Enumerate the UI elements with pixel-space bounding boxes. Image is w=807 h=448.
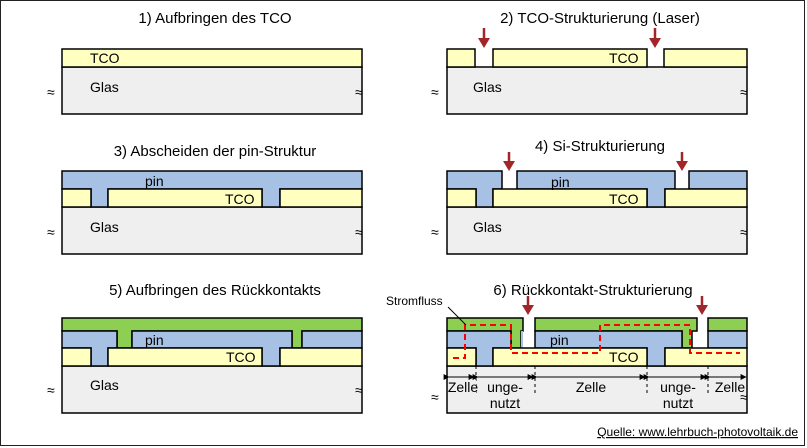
laser-arrow-icon xyxy=(649,28,661,48)
current-flow-leader xyxy=(447,306,467,326)
panel-6-title: 6) Rückkontakt-Strukturierung xyxy=(493,282,692,299)
glass-label: Glas xyxy=(473,219,502,235)
tco-segment xyxy=(492,347,648,367)
tco-segment xyxy=(492,48,648,68)
current-flow-path xyxy=(453,324,740,359)
glass-layer xyxy=(61,206,363,255)
tco-segment xyxy=(279,347,363,367)
cell-label: Zelle xyxy=(715,379,746,395)
unused-label-line2: nutzt xyxy=(490,395,520,411)
break-mark-left: ≈ xyxy=(431,224,439,240)
source-credit: Quelle: www.lehrbuch-photovoltaik.de xyxy=(597,425,798,439)
unused-label-line1: unge- xyxy=(487,379,523,395)
back-contact-segment xyxy=(707,317,748,332)
tco-label: TCO xyxy=(609,349,639,365)
break-mark-right: ≈ xyxy=(740,224,748,240)
panel-3: 3) Abscheiden der pin-Struktur pin TCO G… xyxy=(47,143,363,255)
break-mark-left: ≈ xyxy=(47,382,55,398)
tco-label: TCO xyxy=(90,50,120,66)
tco-segment xyxy=(663,48,748,68)
pin-segment xyxy=(521,331,523,348)
tco-segment xyxy=(279,188,363,208)
tco-segment xyxy=(446,188,477,208)
panel-3-title: 3) Abscheiden der pin-Struktur xyxy=(114,143,317,160)
unused-label-line2: nutzt xyxy=(663,395,693,411)
pin-segment xyxy=(688,170,748,190)
tco-segment xyxy=(492,188,648,208)
break-mark-right: ≈ xyxy=(355,84,363,100)
glass-layer xyxy=(446,206,748,255)
pin-label: pin xyxy=(551,174,570,190)
glass-label: Glas xyxy=(90,219,119,235)
tco-label: TCO xyxy=(225,191,255,207)
break-mark-left: ≈ xyxy=(431,84,439,100)
pin-label: pin xyxy=(145,332,164,348)
pin-segment xyxy=(707,330,748,349)
panel-2: 2) TCO-Strukturierung (Laser) TCO Glas ≈… xyxy=(431,10,748,115)
panel-6: 6) Rückkontakt-Strukturierung pin TCO St… xyxy=(386,282,748,414)
break-mark-right: ≈ xyxy=(740,389,748,405)
laser-arrow-icon xyxy=(696,296,708,315)
tco-segment xyxy=(61,347,92,367)
panel-4: 4) Si-Strukturierung pin TCO Glas ≈ ≈ xyxy=(431,138,748,255)
glass-layer xyxy=(446,66,748,115)
panel-5-title: 5) Aufbringen des Rückkontakts xyxy=(109,282,321,299)
break-mark-right: ≈ xyxy=(740,84,748,100)
glass-label: Glas xyxy=(473,79,502,95)
break-mark-left: ≈ xyxy=(431,389,439,405)
break-mark-right: ≈ xyxy=(355,224,363,240)
glass-layer xyxy=(61,66,363,115)
break-mark-right: ≈ xyxy=(355,382,363,398)
break-mark-left: ≈ xyxy=(47,84,55,100)
unused-label-line1: unge- xyxy=(660,379,696,395)
glass-label: Glas xyxy=(90,79,119,95)
panel-4-title: 4) Si-Strukturierung xyxy=(535,138,665,155)
glass-layer xyxy=(61,365,363,414)
glass-layer xyxy=(446,365,748,414)
glass-label: Glas xyxy=(90,377,119,393)
cell-label: Zelle xyxy=(576,379,607,395)
current-flow-label: Stromfluss xyxy=(386,294,443,308)
tco-label: TCO xyxy=(226,349,256,365)
laser-arrow-icon xyxy=(676,152,688,171)
tco-label: TCO xyxy=(609,50,639,66)
label-bg xyxy=(450,380,476,395)
tco-segment xyxy=(107,347,263,367)
pin-segment xyxy=(301,330,363,349)
tco-segment xyxy=(664,347,748,367)
tco-segment xyxy=(107,188,263,208)
tco-label: TCO xyxy=(609,191,639,207)
panel-1-title: 1) Aufbringen des TCO xyxy=(138,10,291,27)
laser-arrow-icon xyxy=(478,28,490,48)
pin-label: pin xyxy=(550,332,569,348)
tco-segment xyxy=(446,347,477,367)
break-mark-left: ≈ xyxy=(47,224,55,240)
tco-segment xyxy=(61,188,92,208)
panel-2-title: 2) TCO-Strukturierung (Laser) xyxy=(500,10,700,27)
laser-arrow-icon xyxy=(522,296,534,315)
laser-arrow-icon xyxy=(503,152,515,171)
pin-label: pin xyxy=(145,173,164,189)
panel-5: 5) Aufbringen des Rückkontakts pin TCO G… xyxy=(47,282,363,414)
tco-segment xyxy=(664,188,748,208)
cell-label: Zelle xyxy=(448,379,479,395)
tco-segment xyxy=(446,48,476,68)
tco-layer xyxy=(61,48,363,68)
panel-1: 1) Aufbringen des TCO TCO Glas ≈ ≈ xyxy=(47,10,363,115)
